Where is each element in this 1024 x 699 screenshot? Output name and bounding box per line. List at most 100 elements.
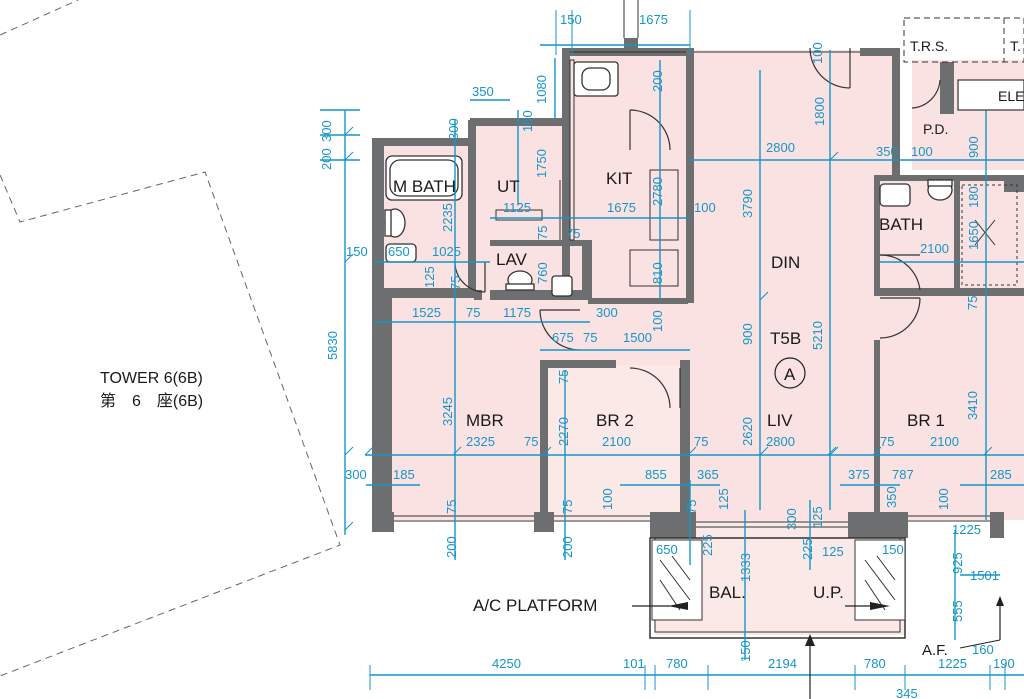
service-rooms — [903, 17, 1024, 111]
dimension-labels: 150 1675 100 1080 200 350 150 300 200 30… — [319, 12, 1015, 699]
dim-label: 190 — [993, 656, 1015, 671]
dim-label: 2100 — [930, 434, 959, 449]
room-bal: BAL. — [709, 583, 746, 602]
dim-label: 1501 — [970, 568, 999, 583]
dim-label: 75 — [535, 226, 550, 240]
room-ele: ELE — [998, 88, 1024, 104]
dim-label: 75 — [444, 500, 459, 514]
room-br1: BR 1 — [907, 411, 945, 430]
dim-label: 100 — [911, 144, 933, 159]
entrance-arrow-icon — [805, 596, 1004, 699]
dim-label: 925 — [950, 552, 965, 574]
room-br2: BR 2 — [596, 411, 634, 430]
dim-label: 75 — [524, 434, 538, 449]
dim-label: 555 — [950, 600, 965, 622]
dim-label: 185 — [393, 467, 415, 482]
room-pd: P.D. — [923, 121, 948, 137]
dim-label: 75 — [556, 370, 571, 384]
dim-label: 365 — [697, 467, 719, 482]
dim-label: 125 — [810, 506, 825, 528]
dim-label: 3410 — [965, 391, 980, 420]
dim-label: 100 — [650, 310, 665, 332]
dim-label: 75 — [583, 330, 597, 345]
dim-label: 375 — [848, 467, 870, 482]
dim-label: 160 — [972, 642, 994, 657]
dim-label: 125 — [822, 544, 844, 559]
tower-label-zh: 第 6 座(6B) — [100, 392, 203, 410]
dim-label: 75 — [466, 305, 480, 320]
dim-label: 1525 — [412, 305, 441, 320]
dim-label: 787 — [892, 467, 914, 482]
dim-label: 285 — [990, 467, 1012, 482]
unit-name: T5B — [770, 329, 801, 348]
dim-label: 1800 — [812, 97, 827, 126]
dim-label: 180 — [966, 186, 981, 208]
room-lav: LAV — [496, 250, 528, 269]
glazing — [394, 0, 990, 528]
dim-label: 300 — [446, 118, 461, 140]
room-bath: BATH — [879, 215, 923, 234]
dim-label: 200 — [650, 70, 665, 92]
dim-label: 101 — [623, 656, 645, 671]
room-m-bath: M BATH — [393, 177, 456, 196]
dim-label: 225 — [700, 534, 715, 556]
dim-label: 350 — [876, 144, 898, 159]
flat-letter: A — [784, 365, 796, 384]
dim-label: 675 — [552, 330, 574, 345]
dim-label: 780 — [864, 656, 886, 671]
dim-label: 200 — [560, 536, 575, 558]
dim-label: 2800 — [766, 434, 795, 449]
dim-label: 200 — [319, 148, 334, 170]
dim-label: 75 — [448, 276, 463, 290]
dim-label: 855 — [645, 467, 667, 482]
room-liv: LIV — [767, 411, 793, 430]
dim-label: 1650 — [966, 221, 981, 250]
room-trs-partial: T. — [1010, 38, 1021, 54]
dim-label: 345 — [896, 686, 918, 699]
dim-label: 300 — [345, 467, 367, 482]
room-din: DIN — [771, 253, 800, 272]
dim-label: 1333 — [738, 553, 753, 582]
dim-label: 225 — [800, 538, 815, 560]
dim-label: 1125 — [503, 200, 531, 215]
dim-label: 2100 — [602, 434, 631, 449]
dim-label: 1675 — [639, 12, 668, 27]
dim-label: 75 — [694, 434, 708, 449]
dim-label: 100 — [694, 200, 716, 215]
dimension-lines — [320, 10, 1024, 690]
balcony-area — [632, 537, 906, 639]
room-mbr: MBR — [466, 411, 504, 430]
room-kit: KIT — [606, 169, 632, 188]
tower-label: TOWER 6(6B) 第 6 座(6B) — [100, 370, 203, 410]
dim-label: 2620 — [740, 417, 755, 446]
dim-label: 75 — [566, 226, 580, 241]
tower-label-en: TOWER 6(6B) — [100, 370, 203, 387]
dim-label: 1675 — [607, 200, 636, 215]
dim-label: 75 — [560, 500, 575, 514]
dim-label: 200 — [444, 536, 459, 558]
dim-label: 300 — [596, 305, 618, 320]
room-trs: T.R.S. — [910, 38, 948, 54]
dim-label: 4250 — [492, 656, 521, 671]
dim-label: 1750 — [534, 149, 549, 178]
dim-label: 350 — [884, 486, 899, 508]
dim-label: 3245 — [440, 397, 455, 426]
dim-label: 150 — [560, 12, 582, 27]
dim-label: 100 — [810, 42, 825, 64]
dim-label: 1500 — [623, 330, 652, 345]
dim-label: 650 — [388, 244, 410, 259]
walls — [372, 38, 1024, 538]
dim-label: 300 — [784, 508, 799, 530]
dim-label: 760 — [535, 262, 550, 284]
dim-label: 1175 — [503, 305, 531, 320]
room-up: U.P. — [813, 583, 844, 602]
dim-label: 780 — [666, 656, 688, 671]
dim-label: 100 — [936, 488, 951, 510]
dim-label: 75 — [965, 296, 980, 310]
dim-label: 2780 — [650, 177, 665, 206]
dim-label: 2325 — [466, 434, 495, 449]
room-af: A.F. — [922, 642, 948, 659]
dim-label: 150 — [882, 542, 904, 557]
dim-label: 300 — [319, 120, 334, 142]
dim-label: 1225 — [952, 522, 981, 537]
